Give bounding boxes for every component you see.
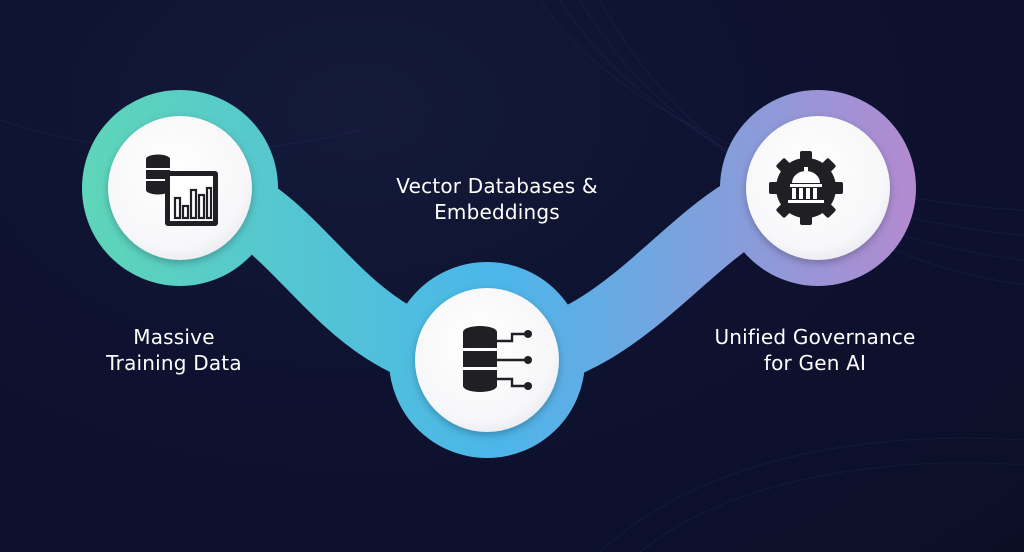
label-vector-db: Vector Databases & Embeddings bbox=[377, 173, 617, 225]
label-line: Embeddings bbox=[434, 200, 560, 224]
label-line: Massive bbox=[133, 325, 215, 349]
label-line: Unified Governance bbox=[714, 325, 916, 349]
label-line: Vector Databases & bbox=[396, 174, 598, 198]
label-line: Training Data bbox=[106, 351, 242, 375]
gear-building-icon bbox=[769, 151, 843, 225]
label-training-data: Massive Training Data bbox=[74, 324, 274, 376]
label-governance: Unified Governance for Gen AI bbox=[690, 324, 940, 376]
database-chart-icon bbox=[146, 154, 218, 226]
database-network-icon bbox=[463, 326, 532, 392]
node-vector-db bbox=[389, 262, 585, 458]
label-line: for Gen AI bbox=[763, 351, 867, 375]
node-governance bbox=[720, 90, 916, 286]
node-training-data bbox=[82, 90, 278, 286]
